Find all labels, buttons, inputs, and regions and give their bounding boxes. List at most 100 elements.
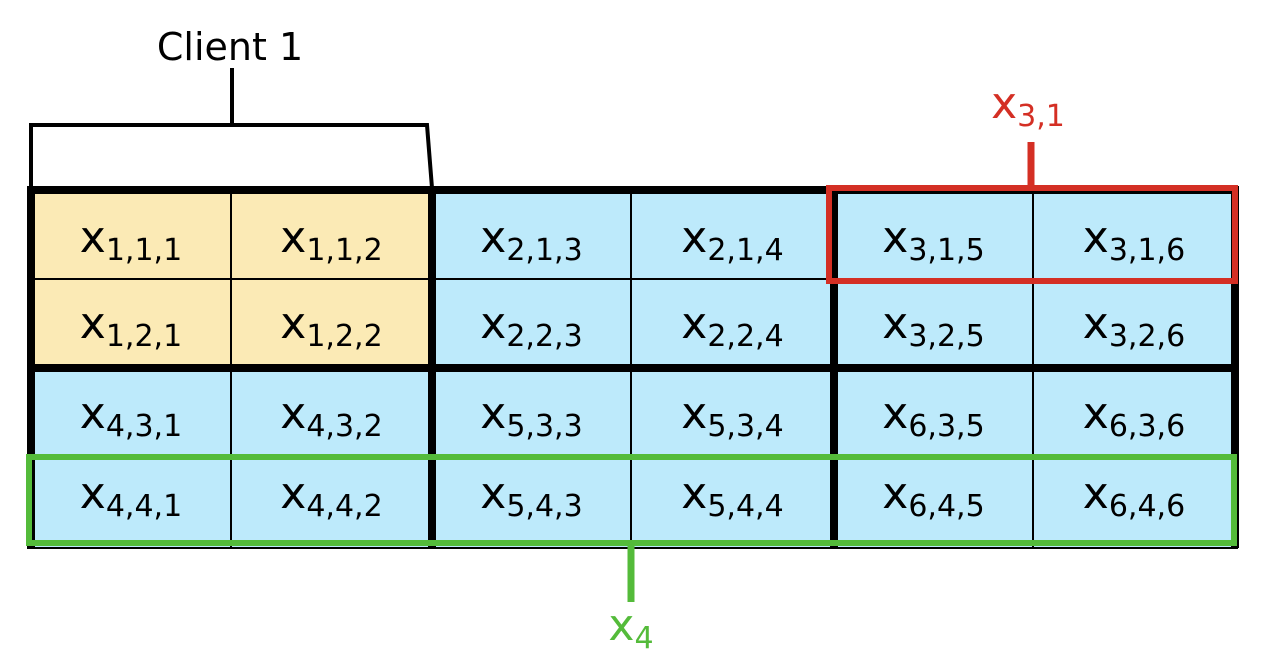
grid-cell-symbol: x bbox=[80, 298, 106, 349]
grid-cell-label: x6,3,6 bbox=[1083, 388, 1185, 444]
grid-cell-symbol: x bbox=[280, 468, 306, 519]
grid-cell: x6,4,5 bbox=[834, 457, 1033, 548]
grid-cell: x5,3,4 bbox=[631, 368, 834, 457]
grid-cell-fill bbox=[834, 279, 1033, 368]
grid-cell-label: x4,3,1 bbox=[80, 388, 182, 444]
grid-cell: x3,1,6 bbox=[1033, 190, 1235, 279]
grid-cell-fill bbox=[834, 368, 1033, 457]
grid-cell-symbol: x bbox=[280, 298, 306, 349]
grid-cell-label: x3,2,5 bbox=[882, 298, 984, 354]
grid-cell-fill bbox=[1033, 368, 1235, 457]
grid-cell-subscript: 2,1,3 bbox=[506, 233, 582, 268]
grid-cell: x6,3,6 bbox=[1033, 368, 1235, 457]
grid-cell-label: x3,1,6 bbox=[1083, 212, 1185, 268]
grid-cell-subscript: 4,3,2 bbox=[306, 409, 382, 444]
grid-cell-fill bbox=[31, 368, 231, 457]
grid-cell: x2,2,4 bbox=[631, 279, 834, 368]
grid-cell-symbol: x bbox=[882, 388, 908, 439]
grid-cell-symbol: x bbox=[681, 212, 707, 263]
grid-cell-symbol: x bbox=[80, 468, 106, 519]
grid-cell-symbol: x bbox=[1083, 212, 1109, 263]
grid-cell-label: x5,3,3 bbox=[480, 388, 582, 444]
grid-cell-label: x3,1,5 bbox=[882, 212, 984, 268]
grid-cell-label: x4,4,2 bbox=[280, 468, 382, 524]
grid-cell: x1,2,2 bbox=[231, 279, 432, 368]
grid-cell-symbol: x bbox=[882, 468, 908, 519]
grid-cell-label: x5,3,4 bbox=[681, 388, 783, 444]
grid-cell-label: x2,2,4 bbox=[681, 298, 783, 354]
grid-cell-symbol: x bbox=[882, 212, 908, 263]
grid-cell: x5,3,3 bbox=[432, 368, 631, 457]
grid-cell-subscript: 3,1,5 bbox=[908, 233, 984, 268]
grid-cell-subscript: 2,1,4 bbox=[707, 233, 783, 268]
grid-cell-subscript: 4,4,2 bbox=[306, 489, 382, 524]
grid-cell-fill bbox=[631, 368, 834, 457]
grid-cell-symbol: x bbox=[882, 298, 908, 349]
client-bracket bbox=[29, 68, 434, 189]
grid-cell-fill bbox=[1033, 190, 1235, 279]
grid-cell-fill bbox=[231, 190, 432, 279]
grid-cell-label: x2,1,3 bbox=[480, 212, 582, 268]
grid-cell-fill bbox=[834, 457, 1033, 548]
grid-cell-subscript: 3,2,5 bbox=[908, 319, 984, 354]
grid-cell: x5,4,4 bbox=[631, 457, 834, 548]
grid-cell: x1,1,2 bbox=[231, 190, 432, 279]
grid-cell-fill bbox=[432, 279, 631, 368]
grid-cell-subscript: 1,2,1 bbox=[106, 319, 182, 354]
grid-cell-fill bbox=[432, 457, 631, 548]
grid-cell-subscript: 1,2,2 bbox=[306, 319, 382, 354]
grid-cell-fill bbox=[432, 368, 631, 457]
grid-cell-symbol: x bbox=[80, 212, 106, 263]
grid-cell-symbol: x bbox=[1083, 468, 1109, 519]
grid-cell-label: x3,2,6 bbox=[1083, 298, 1185, 354]
grid-cell-subscript: 6,4,6 bbox=[1109, 489, 1185, 524]
grid-cell-fill bbox=[432, 190, 631, 279]
grid-cell: x3,2,5 bbox=[834, 279, 1033, 368]
grid-cell: x3,2,6 bbox=[1033, 279, 1235, 368]
grid-cell-label: x6,3,5 bbox=[882, 388, 984, 444]
grid-cell-subscript: 5,3,3 bbox=[506, 409, 582, 444]
grid-cell-fill bbox=[231, 279, 432, 368]
grid-cell-label: x5,4,4 bbox=[681, 468, 783, 524]
grid-cell: x2,1,4 bbox=[631, 190, 834, 279]
grid-cell-subscript: 3,2,6 bbox=[1109, 319, 1185, 354]
grid-cell-subscript: 2,2,4 bbox=[707, 319, 783, 354]
grid-cell-subscript: 1,1,1 bbox=[106, 233, 182, 268]
grid-cell-symbol: x bbox=[280, 388, 306, 439]
grid-cell-symbol: x bbox=[480, 298, 506, 349]
grid-cell: x4,4,1 bbox=[31, 457, 231, 548]
red-highlight-label: x3,1 bbox=[991, 78, 1065, 134]
grid-cell: x4,3,2 bbox=[231, 368, 432, 457]
red-label-symbol: x bbox=[991, 78, 1017, 129]
grid-cell-fill bbox=[631, 457, 834, 548]
bracket-shape bbox=[29, 123, 434, 189]
grid-cell-label: x2,2,3 bbox=[480, 298, 582, 354]
grid-cell: x1,1,1 bbox=[31, 190, 231, 279]
grid-cell-label: x1,1,1 bbox=[80, 212, 182, 268]
green-label-symbol: x bbox=[608, 600, 634, 651]
grid-cell-subscript: 6,3,6 bbox=[1109, 409, 1185, 444]
grid-cell: x2,1,3 bbox=[432, 190, 631, 279]
grid-cell-symbol: x bbox=[480, 388, 506, 439]
grid-cell: x4,4,2 bbox=[231, 457, 432, 548]
grid-cell-fill bbox=[31, 279, 231, 368]
grid-cell-fill bbox=[834, 190, 1033, 279]
grid-cell-fill bbox=[231, 457, 432, 548]
grid-cell-subscript: 5,3,4 bbox=[707, 409, 783, 444]
grid-cell-label: x6,4,6 bbox=[1083, 468, 1185, 524]
client-label: Client 1 bbox=[157, 25, 303, 69]
grid-cell-label: x1,1,2 bbox=[280, 212, 382, 268]
grid-cell-subscript: 4,4,1 bbox=[106, 489, 182, 524]
grid-cell-symbol: x bbox=[1083, 298, 1109, 349]
grid-cell-symbol: x bbox=[280, 212, 306, 263]
grid-cell-fill bbox=[31, 457, 231, 548]
grid-cell-fill bbox=[631, 279, 834, 368]
grid-cell-fill bbox=[31, 190, 231, 279]
grid-cell-subscript: 5,4,4 bbox=[707, 489, 783, 524]
grid-cell-symbol: x bbox=[80, 388, 106, 439]
grid-cell: x3,1,5 bbox=[834, 190, 1033, 279]
grid-cell-subscript: 5,4,3 bbox=[506, 489, 582, 524]
grid-cell-label: x5,4,3 bbox=[480, 468, 582, 524]
